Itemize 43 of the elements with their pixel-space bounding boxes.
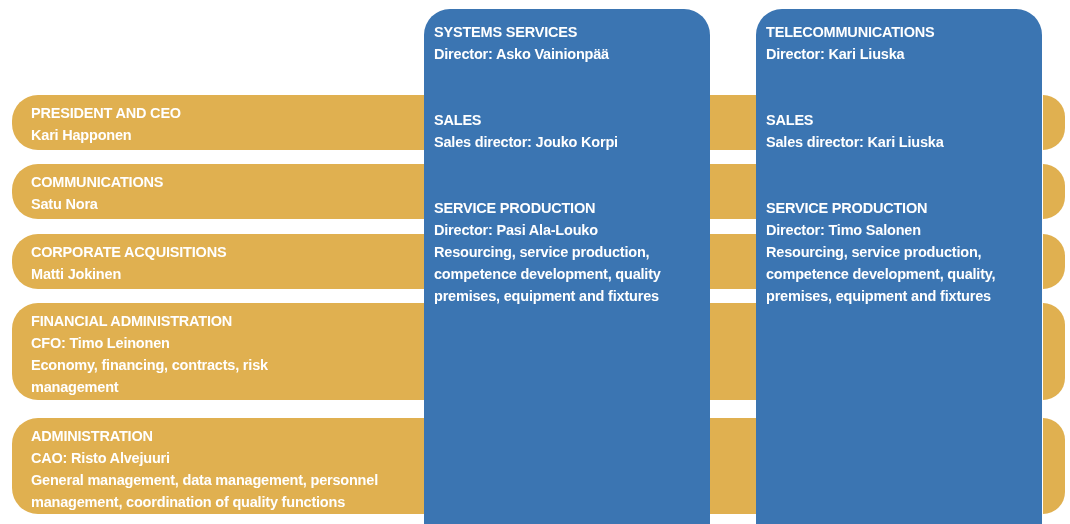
department-band [12,418,424,514]
section-heading: SALES [766,111,815,130]
band-end [1043,95,1065,150]
manager-name: Director: Kari Liuska [766,45,906,64]
manager-name: Sales director: Jouko Korpi [434,133,619,152]
band-segment [710,164,756,219]
division-column [424,9,710,524]
manager-name: Matti Jokinen [31,265,123,284]
band-segment [710,303,756,400]
department-band [12,303,424,400]
manager-name: CAO: Risto Alvejuuri [31,449,171,468]
department-band [12,164,424,219]
manager-name: Director: Pasi Ala-Louko [434,221,599,240]
section-heading: SALES [434,111,483,130]
band-end [1043,234,1065,289]
department-heading: FINANCIAL ADMINISTRATION [31,312,234,331]
manager-name: Satu Nora [31,195,99,214]
responsibilities-text: Economy, financing, contracts, risk management [31,356,269,397]
responsibilities-text: General management, data management, personnel management, coordination of quality functions [31,471,379,512]
responsibilities-text: Resourcing, service production, competence development, quality premises, equipment and fixtures [434,243,662,306]
band-segment [710,95,756,150]
manager-name: Sales director: Kari Liuska [766,133,945,152]
section-heading: SYSTEMS SERVICES [434,23,579,42]
responsibilities-text: Resourcing, service production, competence development, quality, premises, equipment and fixtures [766,243,997,306]
department-heading: COMMUNICATIONS [31,173,165,192]
band-segment [710,234,756,289]
manager-name: CFO: Timo Leinonen [31,334,171,353]
division-column [756,9,1042,524]
band-segment [710,418,756,514]
department-heading: CORPORATE ACQUISITIONS [31,243,228,262]
section-heading: SERVICE PRODUCTION [766,199,929,218]
manager-name: Director: Asko Vainionpää [434,45,610,64]
band-end [1043,418,1065,514]
department-heading: PRESIDENT AND CEO [31,104,182,123]
manager-name: Kari Happonen [31,126,133,145]
band-end [1043,164,1065,219]
department-band [12,95,424,150]
department-band [12,234,424,289]
manager-name: Director: Timo Salonen [766,221,922,240]
section-heading: TELECOMMUNICATIONS [766,23,936,42]
department-heading: ADMINISTRATION [31,427,154,446]
band-end [1043,303,1065,400]
section-heading: SERVICE PRODUCTION [434,199,597,218]
